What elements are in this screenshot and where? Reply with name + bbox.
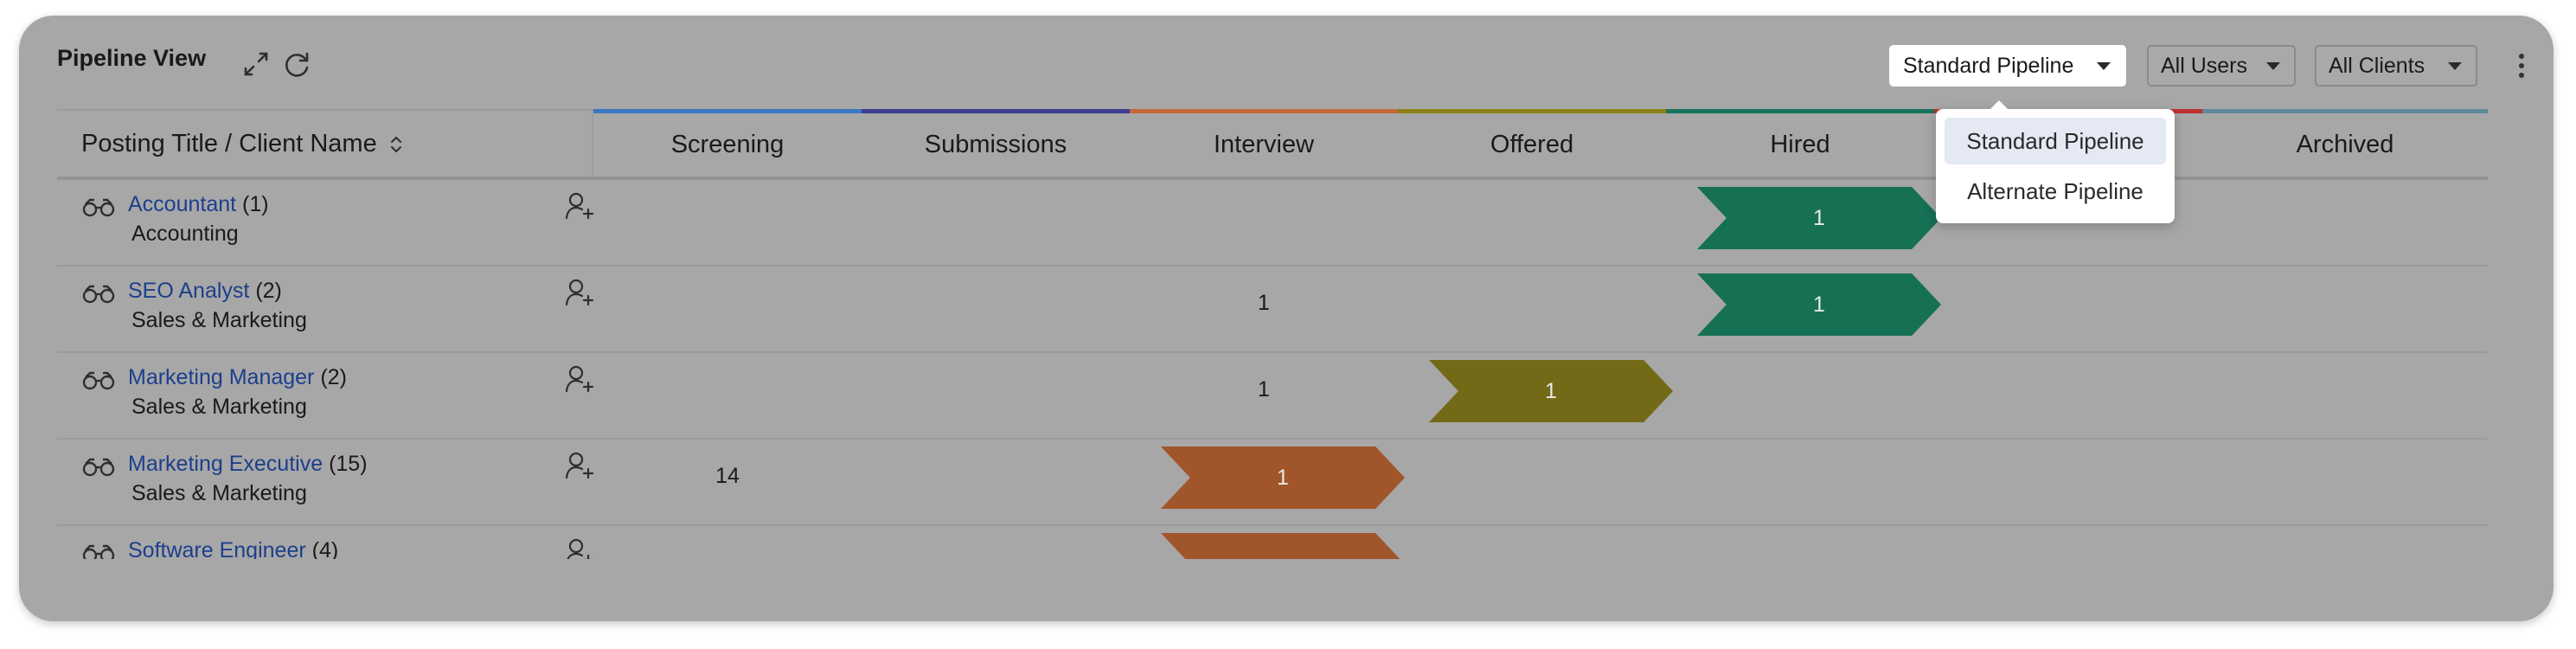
hired-count-chevron[interactable]: 1 [1697, 273, 1941, 336]
chevron-down-icon [2448, 62, 2462, 70]
dropdown-option-standard-pipeline[interactable]: Standard Pipeline [1945, 118, 2166, 164]
interview-count[interactable]: 1 [1258, 377, 1270, 402]
candidate-count: (2) [320, 365, 347, 389]
users-select-value: All Users [2161, 54, 2248, 78]
stage-color-bar [593, 109, 862, 113]
pipeline-select-value: Standard Pipeline [1903, 54, 2074, 78]
candidate-count: (2) [255, 279, 282, 303]
more-options-icon[interactable] [2515, 54, 2528, 83]
chevron-down-icon [2266, 62, 2280, 70]
stage-header-archived: Archived [2202, 109, 2488, 177]
binoculars-icon[interactable] [81, 543, 116, 559]
job-title-link[interactable]: Software Engineer [128, 538, 306, 559]
screening-count[interactable]: 14 [715, 464, 740, 488]
client-name: Sales & Marketing [131, 395, 307, 419]
pipeline-view-card: Pipeline View Standard Pipeline All User… [19, 16, 2554, 621]
client-name: Accounting [131, 222, 239, 246]
add-user-icon[interactable] [564, 363, 595, 395]
candidate-count: (4) [311, 538, 339, 559]
add-user-icon[interactable] [564, 277, 595, 308]
stage-color-bar [1666, 109, 1934, 113]
stage-header-screening: Screening [593, 109, 862, 177]
stage-color-bar [1398, 109, 1666, 113]
job-title-link[interactable]: Accountant [128, 192, 237, 216]
stage-color-bar [1130, 109, 1398, 113]
column-divider [592, 111, 593, 177]
clients-select[interactable]: All Clients [2315, 45, 2477, 87]
interview-count-chevron[interactable] [1161, 533, 1405, 559]
page-title: Pipeline View [57, 45, 207, 71]
table-row: Software Engineer (4) [57, 524, 2488, 559]
job-title-line: Software Engineer (4) [128, 536, 338, 559]
table-row: Marketing Executive (15) Sales & Marketi… [57, 438, 2488, 526]
refresh-icon[interactable] [280, 47, 315, 81]
stage-label: Hired [1770, 131, 1830, 158]
binoculars-icon[interactable] [81, 197, 116, 218]
stage-label: Interview [1213, 131, 1315, 158]
expand-icon[interactable] [239, 47, 273, 81]
stage-label: Submissions [924, 131, 1067, 158]
stage-color-bar [862, 109, 1130, 113]
job-title-link[interactable]: Marketing Manager [128, 365, 315, 389]
stage-header-interview: Interview [1130, 109, 1398, 177]
interview-count[interactable]: 1 [1258, 291, 1270, 315]
hired-count-chevron[interactable]: 1 [1697, 187, 1941, 249]
client-name: Sales & Marketing [131, 308, 307, 332]
stage-header-submissions: Submissions [862, 109, 1130, 177]
add-user-icon[interactable] [564, 190, 595, 222]
interview-count-chevron[interactable]: 1 [1161, 447, 1405, 509]
sort-icon[interactable] [389, 135, 403, 154]
job-title-line: Accountant (1) [128, 190, 269, 219]
stage-header-hired: Hired [1666, 109, 1934, 177]
stage-color-bar [2202, 109, 2488, 113]
dropdown-option-alternate-pipeline[interactable]: Alternate Pipeline [1967, 178, 2143, 204]
posting-title-column-header[interactable]: Posting Title / Client Name [81, 111, 403, 177]
posting-title-header-label: Posting Title / Client Name [81, 130, 377, 157]
table-row: SEO Analyst (2) Sales & Marketing 1 1 [57, 265, 2488, 353]
add-user-icon[interactable] [564, 537, 595, 559]
candidate-count: (1) [242, 192, 269, 216]
stage-label: Archived [2296, 131, 2394, 158]
candidate-count: (15) [329, 452, 368, 476]
clients-select-value: All Clients [2329, 54, 2425, 78]
pipeline-rows: Accountant (1) Accounting 1 SEO Analyst … [57, 178, 2488, 559]
binoculars-icon[interactable] [81, 457, 116, 478]
job-title-link[interactable]: SEO Analyst [128, 279, 250, 303]
binoculars-icon[interactable] [81, 284, 116, 305]
job-title-line: SEO Analyst (2) [128, 276, 282, 305]
job-title-link[interactable]: Marketing Executive [128, 452, 324, 476]
client-name: Sales & Marketing [131, 481, 307, 505]
pipeline-dropdown-menu: Standard Pipeline Alternate Pipeline [1936, 100, 2175, 223]
stage-label: Offered [1490, 131, 1574, 158]
offered-count-chevron[interactable]: 1 [1429, 360, 1673, 422]
table-row: Accountant (1) Accounting 1 [57, 178, 2488, 267]
users-select[interactable]: All Users [2147, 45, 2296, 87]
pipeline-select[interactable]: Standard Pipeline [1889, 45, 2126, 87]
stage-header-offered: Offered [1398, 109, 1666, 177]
binoculars-icon[interactable] [81, 370, 116, 391]
job-title-line: Marketing Executive (15) [128, 449, 368, 479]
job-title-line: Marketing Manager (2) [128, 363, 347, 392]
stage-label: Screening [670, 131, 785, 158]
add-user-icon[interactable] [564, 450, 595, 481]
table-row: Marketing Manager (2) Sales & Marketing … [57, 351, 2488, 440]
chevron-down-icon [2097, 62, 2111, 70]
dropdown-arrow [1990, 100, 2009, 110]
